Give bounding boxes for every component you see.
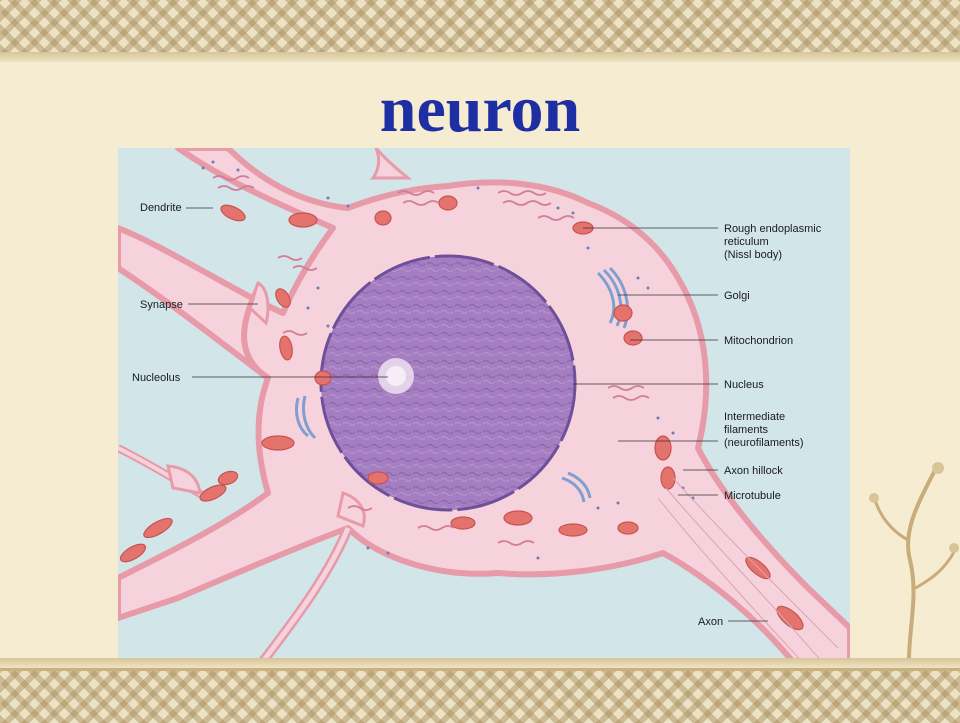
decorative-border-bottom xyxy=(0,668,960,723)
label-dendrite: Dendrite xyxy=(140,202,182,214)
label-intermediate-line3: (neurofilaments) xyxy=(724,437,803,449)
label-axon-hillock: Axon hillock xyxy=(724,465,783,477)
decorative-border-top xyxy=(0,0,960,55)
nucleus xyxy=(319,254,577,512)
label-rough-er-line1: Rough endoplasmic xyxy=(724,223,822,235)
synapse-terminals xyxy=(166,148,413,528)
neuron-illustration: Dendrite Synapse Nucleolus Rough endopla… xyxy=(118,148,850,668)
label-nucleus: Nucleus xyxy=(724,379,764,391)
decorative-branch xyxy=(869,462,959,680)
ribosome-dots xyxy=(201,160,695,560)
label-axon: Axon xyxy=(698,616,723,628)
label-nucleolus: Nucleolus xyxy=(132,372,181,384)
golgi-stacks xyxy=(294,266,629,503)
label-intermediate-line2: filaments xyxy=(724,424,769,436)
label-golgi: Golgi xyxy=(724,290,750,302)
label-rough-er-line3: (Nissl body) xyxy=(724,249,782,261)
label-intermediate-line1: Intermediate xyxy=(724,411,785,423)
decorative-band-top xyxy=(0,52,960,62)
axon-filaments xyxy=(657,477,839,668)
neuron-diagram: Dendrite Synapse Nucleolus Rough endopla… xyxy=(118,148,850,668)
slide-title: neuron xyxy=(379,73,581,146)
leader-lines xyxy=(186,207,768,622)
rough-er xyxy=(212,175,650,546)
label-microtubule: Microtubule xyxy=(724,490,781,502)
label-synapse: Synapse xyxy=(140,299,183,311)
decorative-band-bottom xyxy=(0,658,960,668)
diagram-labels: Dendrite Synapse Nucleolus Rough endopla… xyxy=(132,202,822,628)
label-rough-er-line2: reticulum xyxy=(724,236,769,248)
label-mitochondrion: Mitochondrion xyxy=(724,335,793,347)
